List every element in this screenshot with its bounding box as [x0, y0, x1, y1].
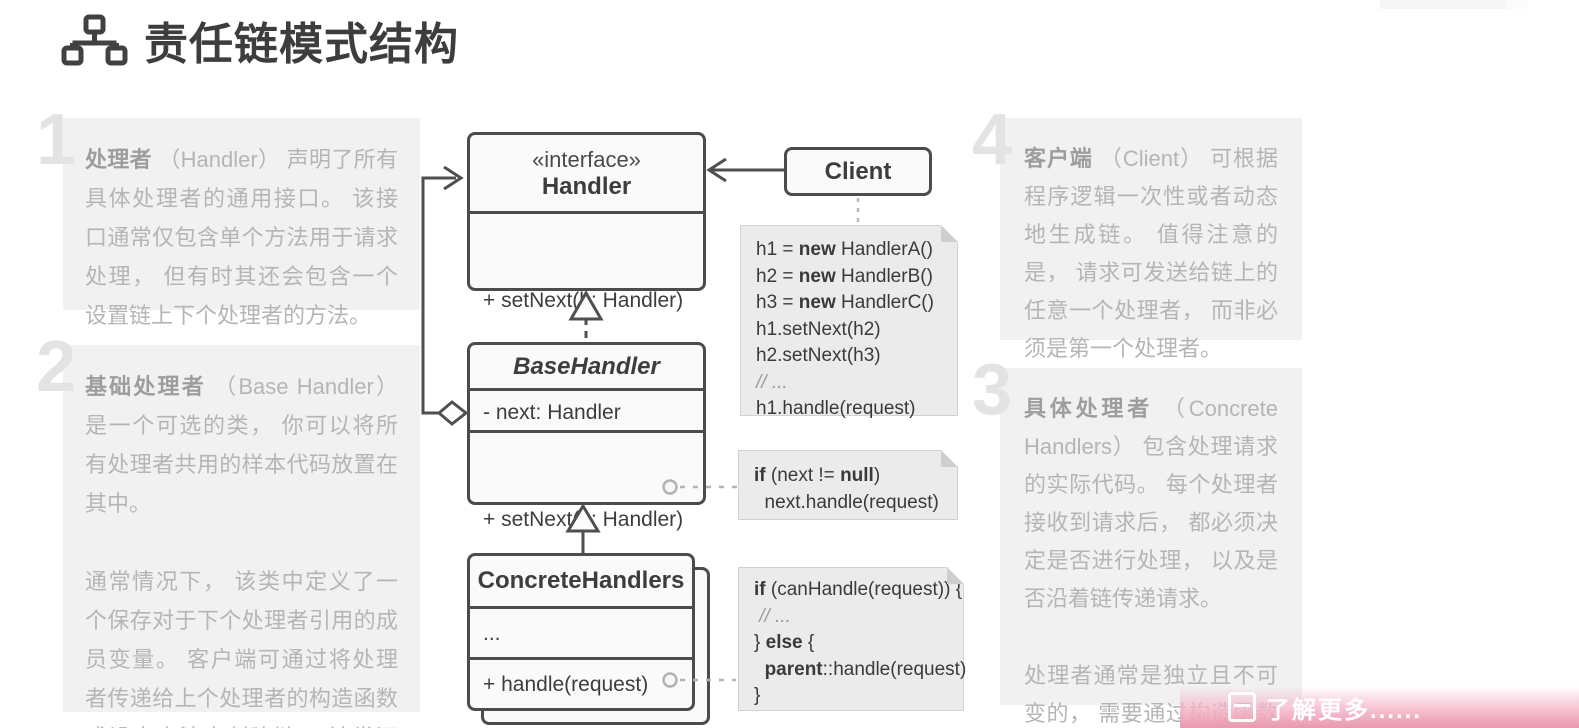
code-line: } else { [754, 632, 815, 653]
code-line: next.handle(request) [754, 491, 939, 513]
basehandler-method-setnext: + setNext(h: Handler) [483, 508, 684, 531]
code-line: // ... [756, 371, 788, 393]
code-line: h1.handle(request) [756, 398, 916, 419]
basehandler-field-compartment: - next: Handler [470, 388, 703, 430]
top-right-strip [1380, 0, 1506, 9]
step-4-term: 客户端 [1024, 146, 1093, 171]
handler-name: Handler [541, 173, 632, 200]
concretehandlers-ellipsis: ... [483, 622, 501, 645]
learn-more-label: 了解更多...... [1266, 697, 1423, 724]
step-3-term: 具体处理者 [1024, 396, 1153, 421]
code-line: if (next != null) [754, 465, 881, 486]
step-2-body: （Base Handler） 是一个可选的类， 你可以将所有处理者共用的样本代码… [85, 374, 398, 516]
step-3-number: 3 [972, 350, 1013, 430]
code-line: h3 = new HandlerC() [756, 292, 934, 313]
step-2-term: 基础处理者 [85, 374, 206, 399]
basehandler-name: BaseHandler [513, 353, 660, 380]
concretehandlers-methods-compartment: + handle(request) [470, 657, 692, 700]
handler-stereotype: «interface» [532, 147, 641, 172]
top-right-strip-2 [1506, 0, 1528, 9]
code-line: h1 = new HandlerA() [756, 239, 933, 260]
note-basehandler-handle-code: if (next != null) next.handle(request) [738, 450, 958, 520]
note-concretehandler-handle-code: if (canHandle(request)) { // ... } else {… [738, 567, 967, 711]
basehandler-field-next: - next: Handler [483, 401, 621, 424]
step-4-number: 4 [972, 100, 1013, 180]
aggregation-loop-line [421, 165, 469, 426]
handler-title-compartment: «interface» Handler [470, 135, 703, 211]
code-line: h1.setNext(h2) [756, 318, 881, 340]
step-1-body: （Handler） 声明了所有具体处理者的通用接口。 该接口通常仅包含单个方法用… [85, 147, 398, 328]
note-client-code: h1 = new HandlerA() h2 = new HandlerB() h3… [740, 225, 958, 419]
handler-method-setnext: + setNext(h: Handler) [483, 289, 684, 312]
step-1-number: 1 [36, 100, 77, 180]
step-2-body2: 通常情况下， 该类中定义了一个保存对于下个处理者引用的成员变量。 客户端可通过将… [85, 569, 398, 728]
step-4-body: （Client） 可根据程序逻辑一次性或者动态地生成链。 值得注意的是， 请求可… [1024, 146, 1278, 361]
step-3-panel: 具体处理者 （Concrete Handlers） 包含处理请求的实际代码。 每… [1000, 368, 1302, 726]
step-1-term: 处理者 [85, 147, 152, 172]
step-1-panel: 处理者 （Handler） 声明了所有具体处理者的通用接口。 该接口通常仅包含单… [63, 118, 420, 328]
step-3-body: （Concrete Handlers） 包含处理请求的实际代码。 每个处理者接收… [1024, 396, 1278, 611]
uml-basehandler-box: BaseHandler - next: Handler + setNext(h:… [467, 342, 706, 624]
client-name: Client [824, 158, 892, 185]
code-line: } [754, 685, 761, 706]
code-line: h2 = new HandlerB() [756, 265, 933, 287]
uml-handler-interface-box: «interface» Handler + setNext(h: Handler… [467, 132, 706, 405]
client-to-handler-arrow [706, 157, 784, 183]
sitemap-icon [61, 14, 128, 66]
learn-more-banner[interactable]: 了解更多...... [1180, 686, 1579, 728]
uml-concretehandlers-box: ConcreteHandlers ... + handle(request) [467, 553, 695, 711]
note-fold-icon [941, 450, 958, 467]
concretehandlers-name: ConcreteHandlers [477, 567, 685, 594]
step-2-number: 2 [36, 327, 77, 407]
note-fold-icon [947, 567, 964, 584]
note-fold-icon [941, 225, 958, 242]
step-4-panel: 客户端 （Client） 可根据程序逻辑一次性或者动态地生成链。 值得注意的是，… [1000, 118, 1302, 361]
header: 责任链模式结构 [60, 8, 459, 72]
book-icon [1228, 692, 1256, 722]
code-line: // ... [759, 605, 791, 627]
code-line: h2.setNext(h3) [756, 345, 881, 366]
uml-client-box: Client [784, 147, 932, 196]
page-title: 责任链模式结构 [144, 20, 459, 69]
step-2-panel: 基础处理者 （Base Handler） 是一个可选的类， 你可以将所有处理者共… [63, 345, 420, 728]
code-line: parent::handle(request) [764, 658, 967, 680]
concretehandlers-ellipsis-compartment: ... [470, 606, 692, 657]
code-line: if (canHandle(request)) { [754, 579, 963, 600]
concretehandlers-method-handle: + handle(request) [483, 673, 649, 696]
